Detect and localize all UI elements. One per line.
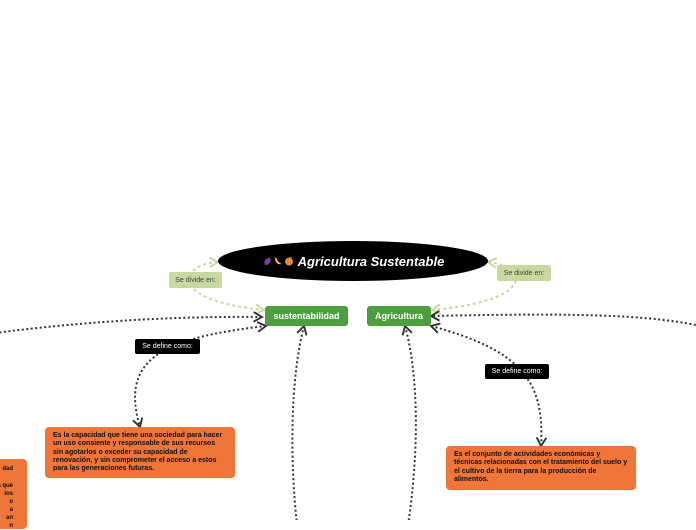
topic-sustentabilidad[interactable]: sustentabilidad [265,306,348,326]
topic-label: sustentabilidad [273,311,340,321]
eggplant-icon [264,256,271,266]
connector-sustentabilidad-down [291,324,308,520]
connector-agricultura-down [401,324,417,520]
central-topic-title: Agricultura Sustentable [297,253,445,269]
partial-line: an [5,515,13,521]
relation-label-right-define[interactable]: Se define como: [485,364,549,379]
relation-label-right-divide[interactable]: Se divide en: [497,265,551,281]
connector-agricultura-to-right [429,310,696,327]
definition-agricultura[interactable]: Es el conjunto de actividades económicas… [446,446,636,490]
partial-line: n [9,523,13,529]
relation-label-left-divide[interactable]: Se divide en: [169,272,222,288]
central-topic[interactable]: Agricultura Sustentable [218,241,488,281]
relation-text: Se divide en: [503,269,545,277]
connector-agricultura-to-definition [429,322,548,448]
partial-line: ios [4,491,13,497]
partial-line: o [9,499,13,505]
partial-offscreen-node[interactable]: dad a que ios o a an n [0,459,27,529]
topic-label: Agricultura [374,311,423,321]
central-topic-emoji [262,256,294,266]
definition-sustentabilidad[interactable]: Es la capacidad que tiene una sociedad p… [45,427,235,478]
partial-line: a que [0,483,13,489]
peach-icon [284,256,293,266]
definition-text: Es el conjunto de actividades económicas… [454,451,628,483]
relation-text: Se define como: [142,343,193,350]
connector-sustentabilidad-to-left [0,311,264,334]
partial-line: a [9,507,13,513]
connector-central-to-agricultura [430,257,517,315]
definition-text: Es la capacidad que tiene una sociedad p… [53,432,223,473]
connector-central-to-sustentabilidad [187,256,266,315]
partial-line: dad [2,466,13,472]
relation-label-left-define[interactable]: Se define como: [135,339,200,354]
connector-sustentabilidad-to-definition [132,321,268,429]
banana-icon [274,257,282,265]
topic-agricultura[interactable]: Agricultura [367,306,431,326]
relation-text: Se divide en: [175,276,216,284]
relation-text: Se define como: [491,368,543,375]
